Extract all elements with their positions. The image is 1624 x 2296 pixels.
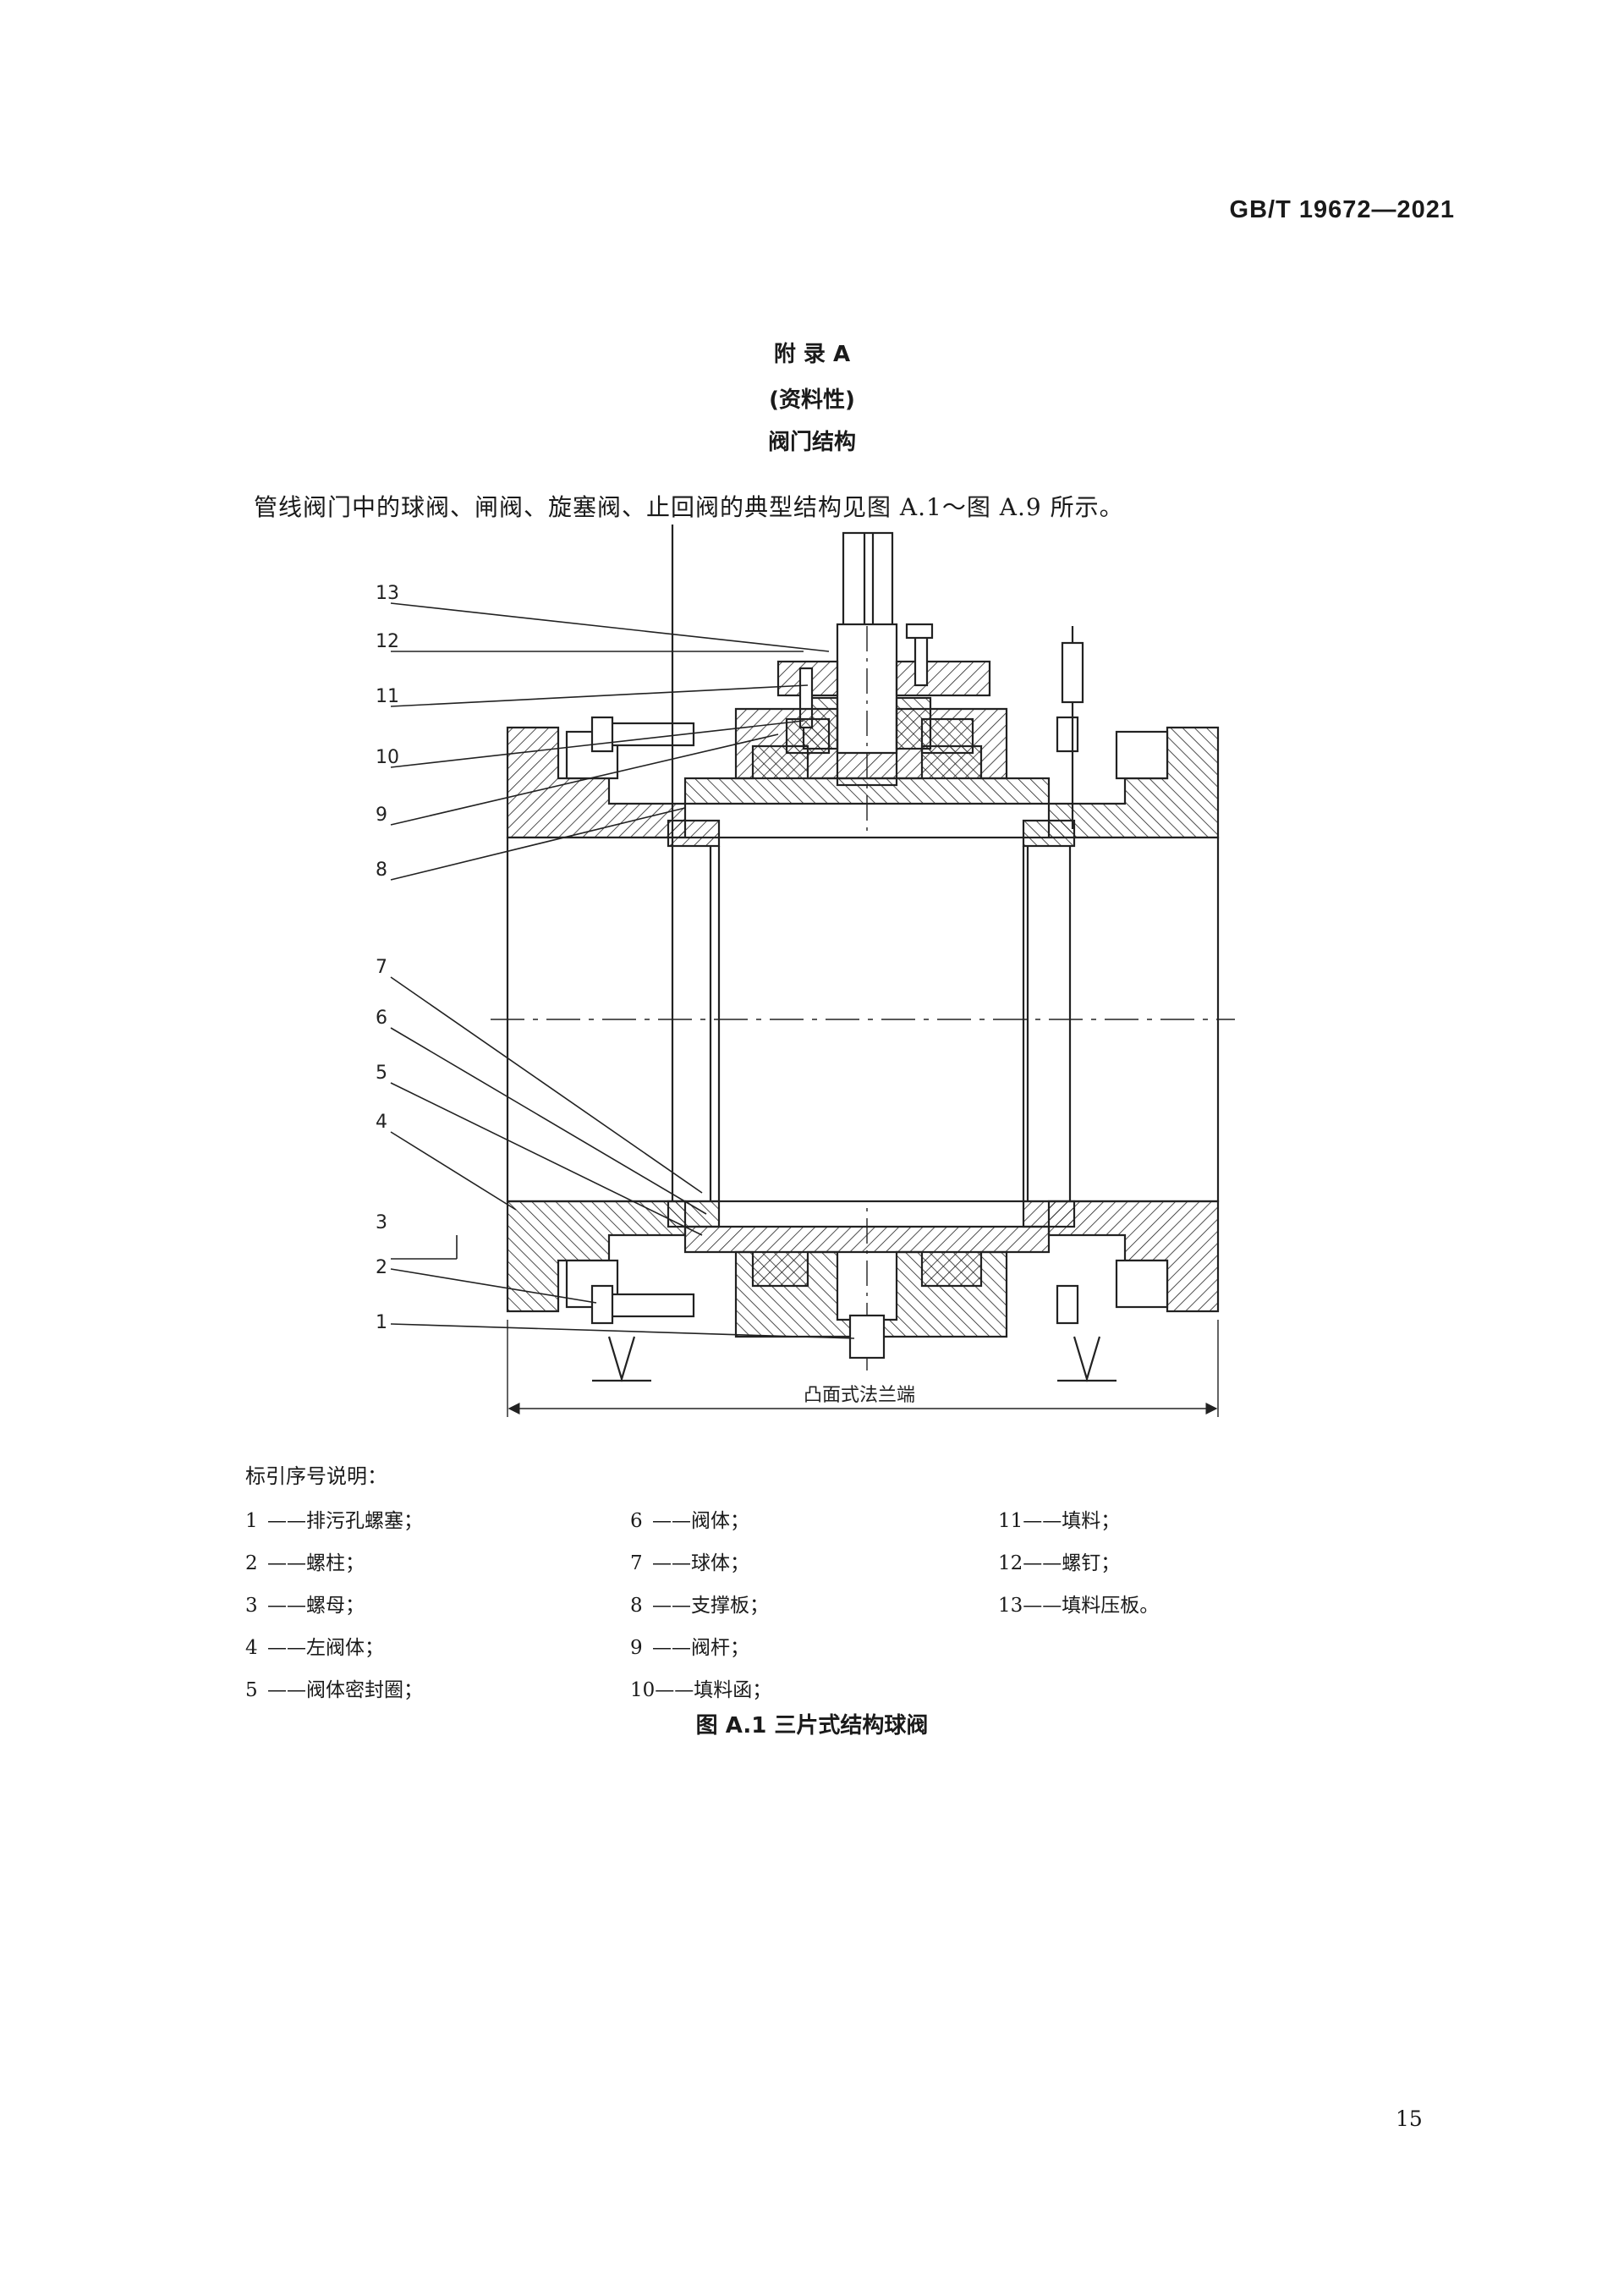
label-4: 4 — [376, 1112, 387, 1133]
appendix-nature: (资料性) — [769, 387, 855, 413]
label-1: 1 — [376, 1312, 387, 1333]
label-13: 13 — [376, 583, 399, 604]
appendix-title: 附 录 A — [773, 342, 851, 367]
legend-item: 1——排污孔螺塞； — [245, 1510, 423, 1532]
label-6: 6 — [376, 1008, 387, 1029]
figure-caption: 图 A.1 三片式结构球阀 — [695, 1713, 929, 1738]
appendix-subject: 阀门结构 — [767, 430, 856, 455]
label-9: 9 — [376, 805, 387, 826]
legend-item: 11——填料； — [998, 1510, 1121, 1532]
legend-item: 7——球体； — [630, 1552, 749, 1574]
ball-valve-drawing: 13 12 11 10 9 8 7 6 5 4 3 2 1 凸面式法兰端 — [376, 525, 1235, 1417]
legend-item: 10——填料函； — [630, 1679, 772, 1701]
label-5: 5 — [376, 1063, 387, 1084]
label-10: 10 — [376, 747, 399, 768]
label-11: 11 — [376, 686, 399, 707]
legend-item: 12——螺钉； — [998, 1552, 1121, 1574]
label-8: 8 — [376, 860, 387, 881]
legend-item: 3——螺母； — [245, 1595, 365, 1617]
legend-item: 8——支撑板； — [630, 1595, 769, 1617]
legend-item: 2——螺柱； — [245, 1552, 365, 1574]
legend-item: 9——阀杆； — [630, 1637, 749, 1659]
dimension-label: 凸面式法兰端 — [804, 1385, 915, 1406]
legend-item: 6——阀体； — [630, 1510, 749, 1532]
label-12: 12 — [376, 631, 399, 652]
legend-item: 5——阀体密封圈； — [245, 1679, 423, 1701]
page-number: 15 — [1396, 2106, 1423, 2131]
legend-item: 4——左阀体； — [245, 1637, 384, 1659]
standard-number: GB/T 19672—2021 — [1229, 196, 1455, 223]
label-7: 7 — [376, 957, 387, 978]
label-3: 3 — [376, 1212, 387, 1233]
intro-paragraph: 管线阀门中的球阀、闸阀、旋塞阀、止回阀的典型结构见图 A.1～图 A.9 所示。 — [254, 493, 1124, 521]
legend-item: 13——填料压板。 — [998, 1595, 1160, 1617]
label-2: 2 — [376, 1257, 387, 1278]
legend-title: 标引序号说明： — [245, 1464, 387, 1488]
